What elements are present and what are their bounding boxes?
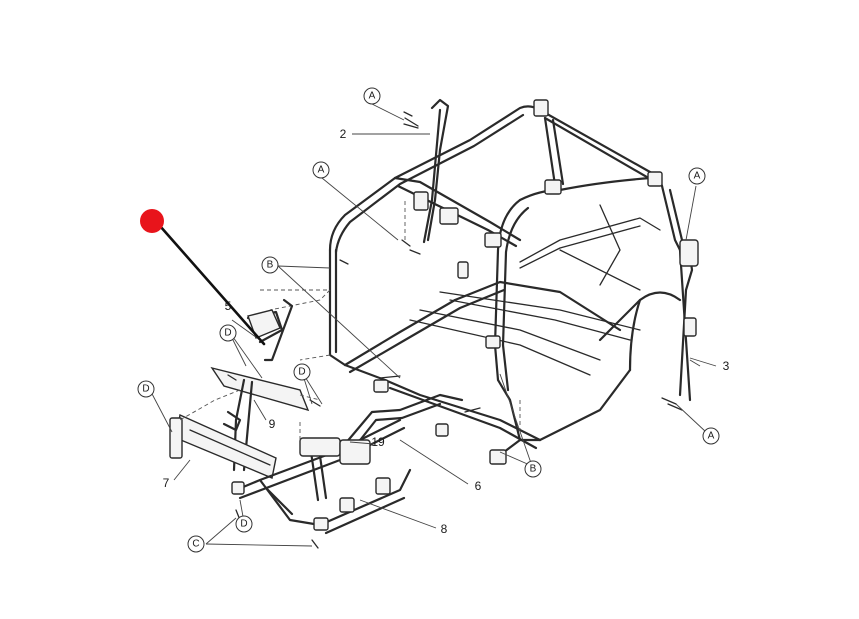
roll-cage [269,99,699,465]
callouts: A A A A B B C D [137,87,720,553]
red-marker-dot [140,209,164,233]
svg-text:D: D [142,384,149,395]
callout-a-top: A [363,87,381,105]
lower-subframe [231,393,464,535]
svg-text:C: C [192,539,199,550]
callout-c-bottom: C [187,535,205,553]
part-number-5: 5 [225,299,232,313]
part-number-3: 3 [723,359,730,373]
part-numbers: 2 3 5 6 7 8 9 19 [163,127,730,536]
svg-text:D: D [298,367,305,378]
leader-lines [149,103,717,547]
svg-text:A: A [708,431,715,442]
callout-d-right: D [293,363,311,381]
callout-b-left: B [261,256,279,274]
front-bumper-assembly [169,289,330,479]
callout-a-right-top: A [688,167,706,185]
part-number-9: 9 [269,417,276,431]
svg-text:B: B [530,464,537,475]
callout-a-left: A [312,161,330,179]
callout-b-bottom: B [524,460,542,478]
fasteners [227,111,683,549]
svg-text:B: B [267,260,274,271]
svg-text:A: A [369,91,376,102]
callout-d-left: D [137,380,155,398]
part-number-2: 2 [340,127,347,141]
pointer-line [158,224,266,346]
highlight-marker [140,209,266,346]
part-number-19: 19 [371,435,385,449]
callout-d-mid: D [219,324,237,342]
part-number-6: 6 [475,479,482,493]
part-number-7: 7 [163,476,170,490]
svg-text:D: D [240,519,247,530]
callout-d-bottom: D [235,515,253,533]
svg-text:A: A [318,165,325,176]
callout-a-right-bottom: A [702,427,720,445]
part-2-bracket [403,98,450,244]
part-number-8: 8 [441,522,448,536]
svg-text:D: D [224,328,231,339]
svg-text:A: A [694,171,701,182]
